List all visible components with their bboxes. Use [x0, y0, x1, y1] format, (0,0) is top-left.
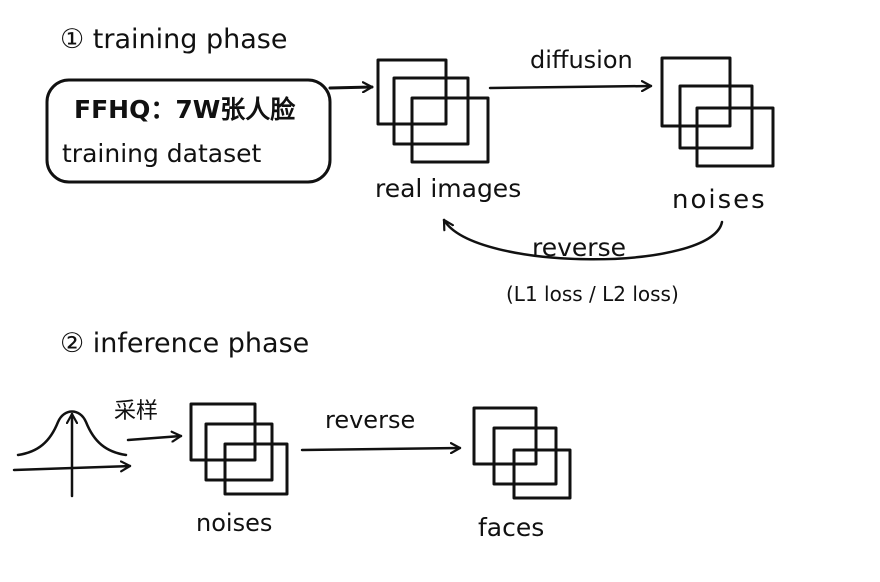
inference-noises-stack — [189, 402, 289, 496]
loss-label: (L1 loss / L2 loss) — [506, 282, 679, 306]
faces-stack — [472, 406, 572, 500]
training-noises-stack — [660, 56, 775, 168]
training-noise-frame-front — [695, 106, 775, 168]
inference-phase-title: ② inference phase — [60, 328, 309, 359]
training-reverse-label: reverse — [532, 233, 626, 262]
real-images-label: real images — [375, 174, 521, 203]
training-noise-frame-middle — [678, 84, 754, 150]
inference-noise-frame-back — [189, 402, 257, 462]
diffusion-label: diffusion — [530, 46, 633, 74]
inference-noises-label: noises — [196, 509, 272, 537]
inference-noise-frame-middle — [204, 422, 274, 482]
dataset-name-label: FFHQ：7W张人脸 — [74, 95, 296, 124]
inference-reverse-label: reverse — [325, 406, 415, 434]
training-phase-title: ① training phase — [60, 24, 287, 55]
dataset-to-real-images-arrow — [328, 87, 374, 88]
real-image-frame-middle — [392, 76, 470, 146]
inference-reverse-arrow — [300, 448, 462, 450]
diffusion-arrow — [488, 86, 653, 88]
faces-label: faces — [478, 513, 544, 542]
face-frame-front — [512, 448, 572, 500]
training-noises-label: noises — [672, 185, 767, 215]
sample-arrow — [126, 436, 183, 440]
real-images-stack — [376, 58, 490, 164]
sample-label: 采样 — [114, 399, 158, 424]
face-frame-middle — [492, 426, 558, 486]
face-frame-back — [472, 406, 538, 466]
dataset-box — [45, 78, 332, 184]
real-image-frame-front — [410, 96, 490, 164]
gaussian-distribution-icon — [12, 410, 132, 498]
inference-noise-frame-front — [223, 442, 289, 496]
training-reverse-arrow — [442, 218, 724, 261]
dataset-description-label: training dataset — [62, 139, 262, 168]
gaussian-curve — [16, 410, 128, 457]
